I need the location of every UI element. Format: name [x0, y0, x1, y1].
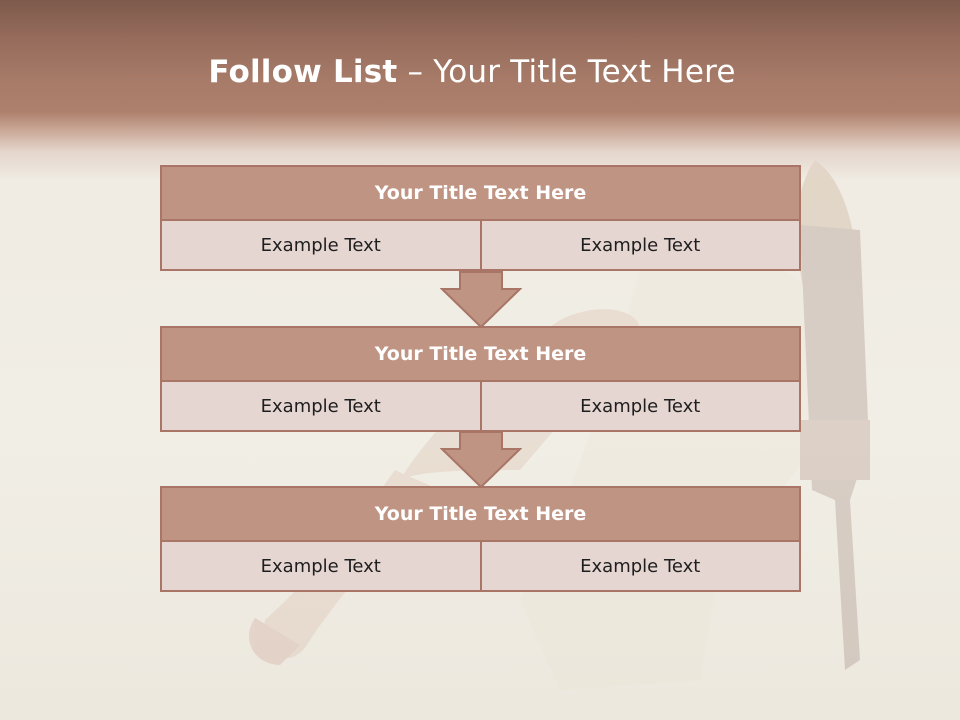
- block-title: Your Title Text Here: [160, 486, 801, 542]
- list-block-1: Your Title Text Here Example Text Exampl…: [160, 165, 801, 271]
- block-cell: Example Text: [160, 382, 482, 432]
- block-cell: Example Text: [481, 382, 801, 432]
- block-row: Example Text Example Text: [160, 542, 801, 592]
- block-title: Your Title Text Here: [160, 326, 801, 382]
- list-block-2: Your Title Text Here Example Text Exampl…: [160, 326, 801, 432]
- title-rest: – Your Title Text Here: [407, 54, 736, 90]
- block-cell: Example Text: [160, 221, 482, 271]
- title-bold: Follow List: [208, 54, 398, 90]
- block-row: Example Text Example Text: [160, 382, 801, 432]
- down-arrow-icon: [440, 431, 522, 489]
- block-cell: Example Text: [481, 542, 801, 592]
- list-block-3: Your Title Text Here Example Text Exampl…: [160, 486, 801, 592]
- block-cell: Example Text: [160, 542, 482, 592]
- block-row: Example Text Example Text: [160, 221, 801, 271]
- block-cell: Example Text: [481, 221, 801, 271]
- block-title: Your Title Text Here: [160, 165, 801, 221]
- header-band: [0, 0, 960, 180]
- down-arrow-icon: [440, 271, 522, 329]
- slide-title: Follow List – Your Title Text Here: [0, 54, 944, 90]
